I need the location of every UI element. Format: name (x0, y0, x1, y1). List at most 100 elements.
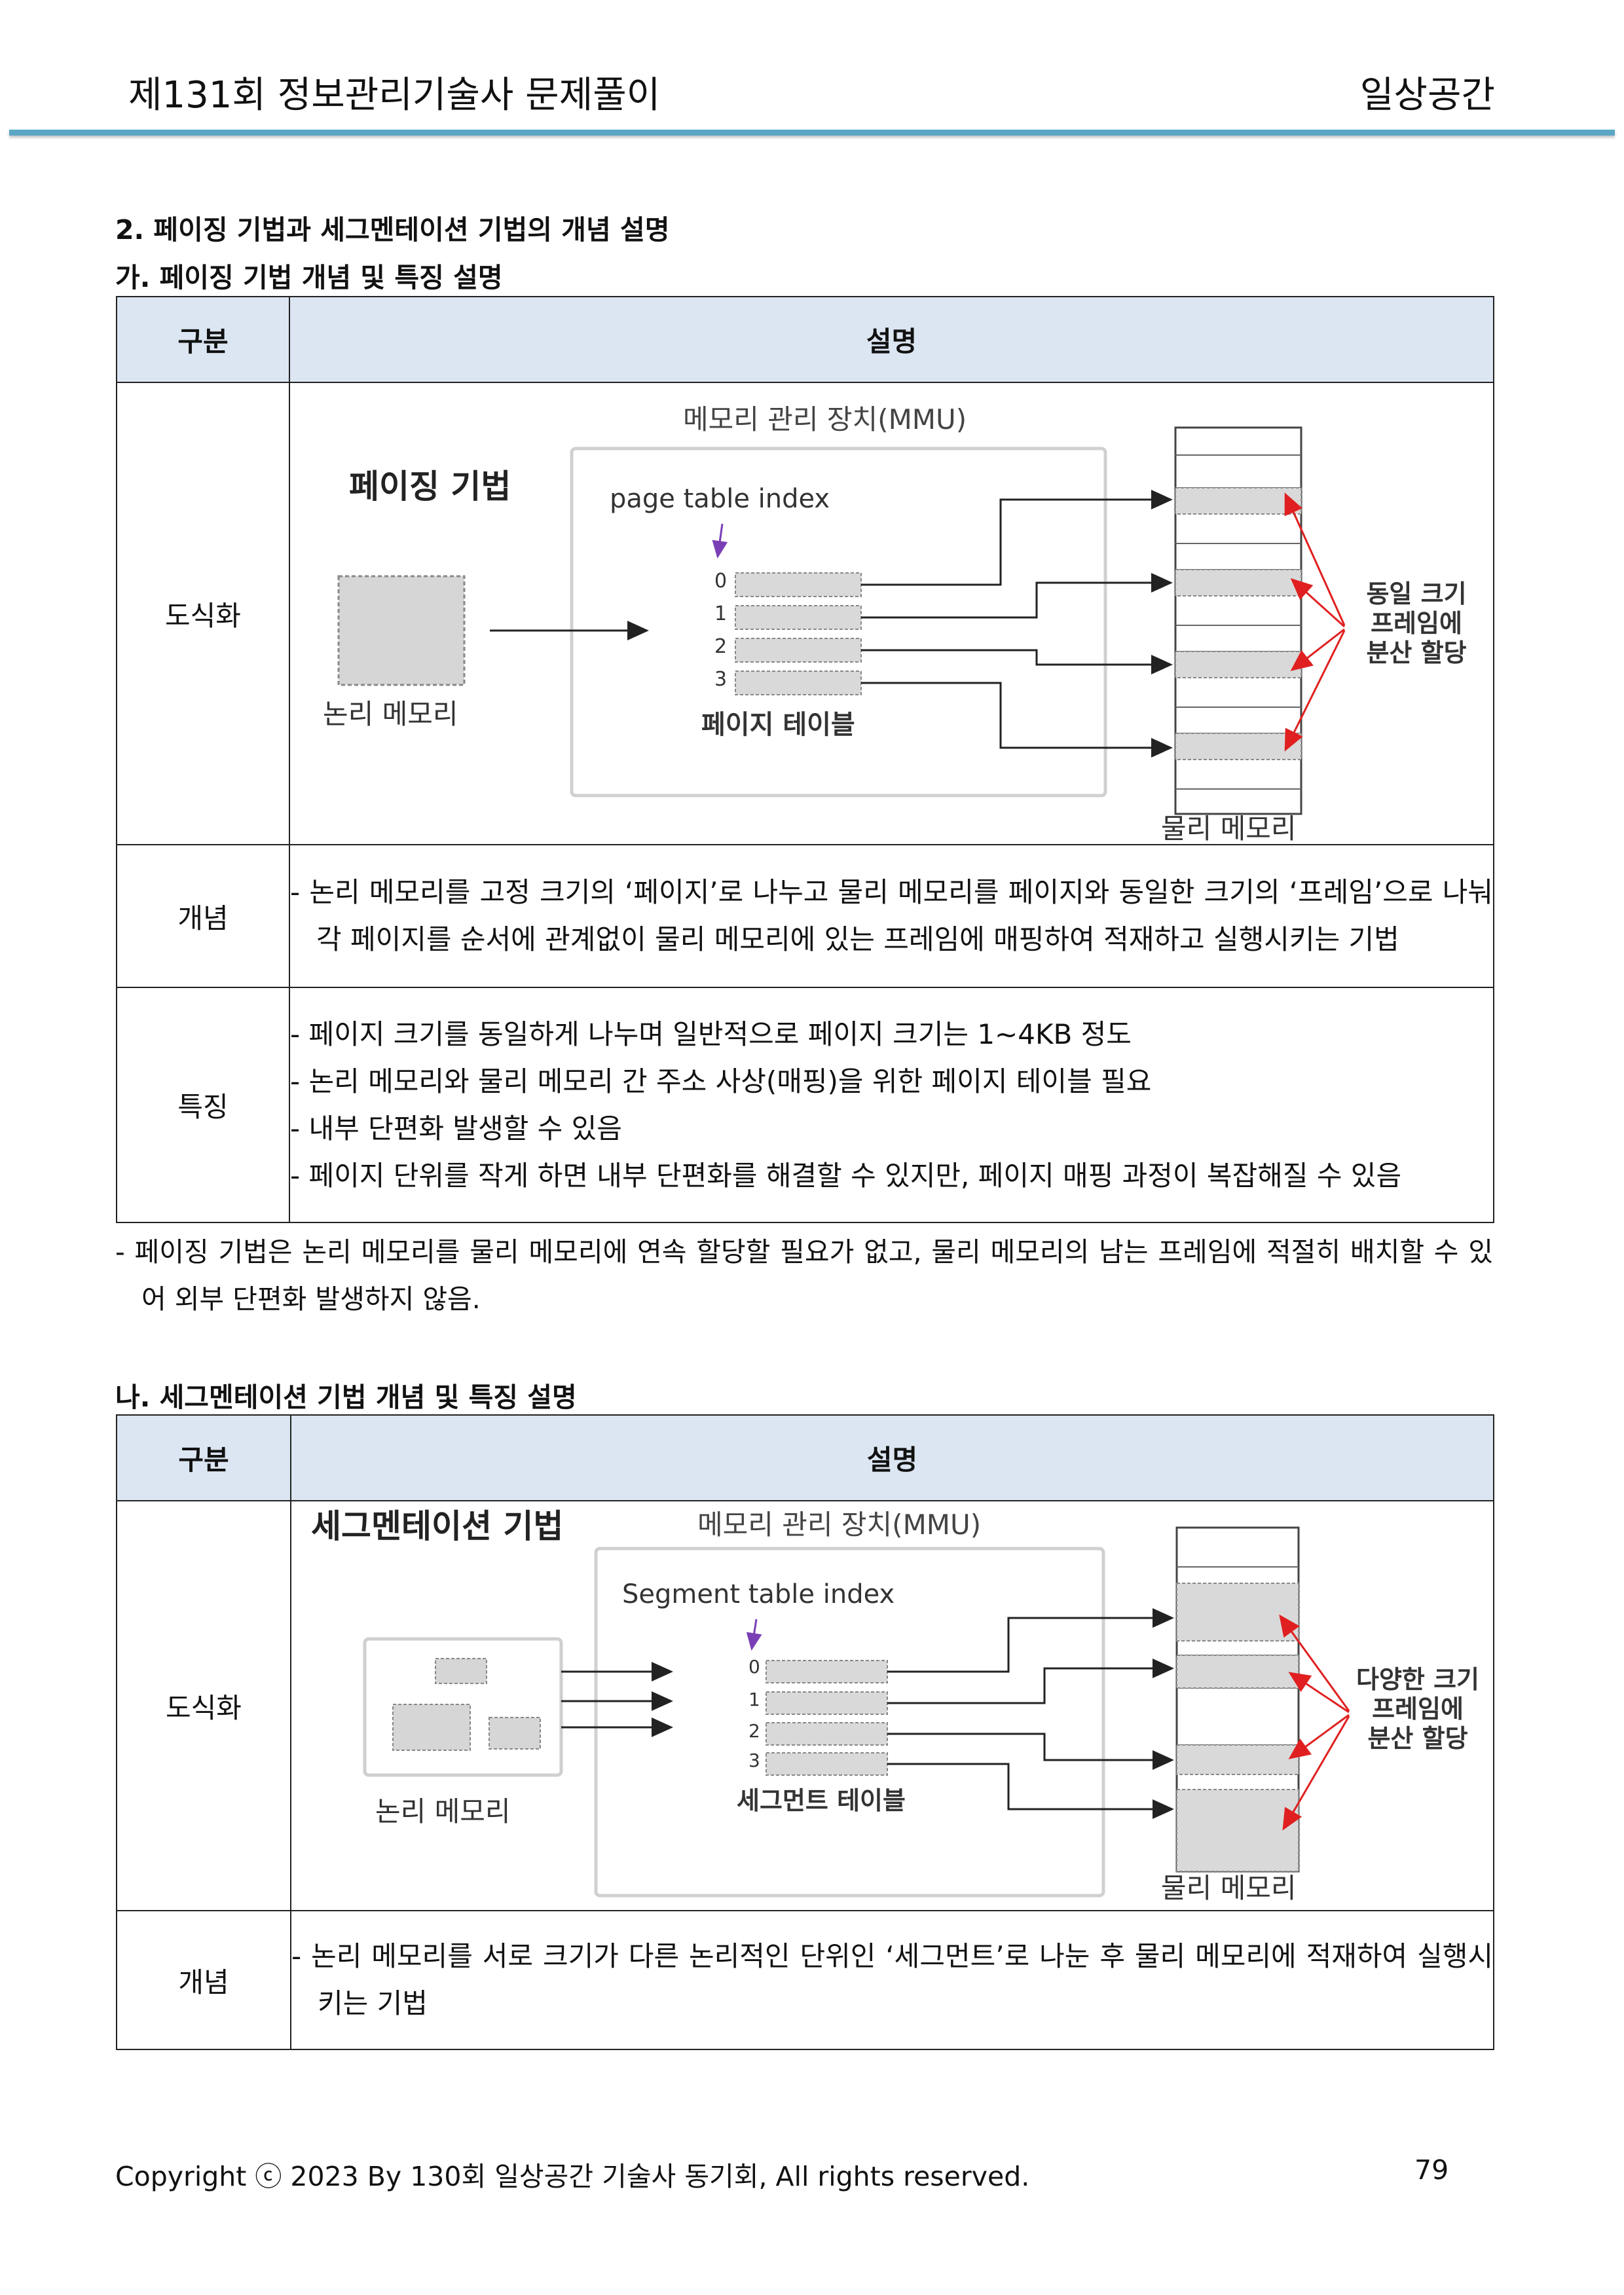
physical-frame-2 (1175, 651, 1302, 678)
segment-table-entry-0 (766, 1660, 888, 1683)
segmentation-diagram-label: 도식화 (116, 1500, 291, 1911)
seg-note-arrow-1 (1288, 1672, 1350, 1714)
segmentation-concept-cell: - 논리 메모리를 서로 크기가 다른 논리적인 단위인 ‘세그먼트’로 나눈 … (290, 1910, 1494, 2050)
paging-feature-item-0: - 페이지 크기를 동일하게 나누며 일반적으로 페이지 크기는 1~4KB 정… (290, 1018, 1132, 1050)
segment-table-index-label: Segment table index (622, 1579, 895, 1609)
page-row-index-0: 0 (714, 570, 727, 593)
paging-concept-row: 개념 - 논리 메모리를 고정 크기의 ‘페이지’로 나누고 물리 메모리를 페… (116, 844, 1494, 988)
section-title: 2. 페이징 기법과 세그멘테이션 기법의 개념 설명 (115, 214, 670, 246)
note-line-1: 프레임에 (1371, 609, 1462, 638)
physical-segment-3 (1176, 1789, 1299, 1872)
segment-0-mapping-arrow (887, 1608, 1174, 1673)
segmentation-table: 구분 설명 도식화 세그멘테이션 기법 메모리 관리 장치(MMU) Segme… (116, 1414, 1494, 2050)
note-arrow-2 (1290, 628, 1345, 671)
paging-col-category: 구분 (116, 296, 290, 383)
paging-table-header-row: 구분 설명 (116, 296, 1494, 383)
segmentation-col-description: 설명 (290, 1414, 1494, 1501)
physical-memory-label-2: 물리 메모리 (1161, 1872, 1297, 1904)
segmentation-diagram-cell: 세그멘테이션 기법 메모리 관리 장치(MMU) Segment table i… (290, 1500, 1494, 1911)
segment-index-pointer-arrow (746, 1619, 762, 1651)
physical-segment-2 (1176, 1744, 1299, 1775)
physical-segment-1 (1176, 1655, 1299, 1689)
segmentation-diagram-row: 도식화 세그멘테이션 기법 메모리 관리 장치(MMU) Segment tab… (116, 1500, 1494, 1911)
logical-memory-block (337, 575, 466, 686)
paging-col-description: 설명 (289, 296, 1494, 383)
logical-memory-label-2: 논리 메모리 (375, 1795, 511, 1827)
paging-feature-item-3: - 페이지 단위를 작게 하면 내부 단편화를 해결할 수 있지만, 페이지 매… (290, 1159, 1402, 1192)
header-divider (9, 130, 1615, 136)
page-table-entry-3 (735, 670, 862, 695)
document-title: 제131회 정보관리기술사 문제풀이 (128, 74, 661, 117)
segmentation-subtitle: 나. 세그멘테이션 기법 개념 및 특징 설명 (115, 1382, 577, 1413)
page-3-mapping-arrow (861, 682, 1173, 758)
paging-feature-label: 특징 (116, 987, 290, 1223)
segment-3-mapping-arrow (887, 1763, 1174, 1819)
index-pointer-arrow (712, 523, 728, 559)
paging-note: - 페이징 기법은 논리 메모리를 물리 메모리에 연속 할당할 필요가 없고,… (115, 1236, 1493, 1315)
seg-note-line-2: 분산 할당 (1367, 1724, 1467, 1753)
mmu-box-2 (594, 1547, 1105, 1898)
paging-subtitle: 가. 페이징 기법 개념 및 특징 설명 (115, 262, 503, 293)
mmu-title-2: 메모리 관리 장치(MMU) (697, 1509, 981, 1541)
segment-row-index-2: 2 (748, 1720, 760, 1742)
paging-feature-cell: - 페이지 크기를 동일하게 나누며 일반적으로 페이지 크기는 1~4KB 정… (289, 987, 1494, 1223)
page-table-entry-0 (735, 572, 862, 597)
segment-2-mapping-arrow (887, 1733, 1174, 1770)
segmentation-method-title: 세그멘테이션 기법 (311, 1507, 563, 1545)
segment-table-entry-1 (766, 1691, 888, 1715)
note-arrow-1 (1290, 578, 1346, 628)
segment-table-label: 세그먼트 테이블 (737, 1786, 906, 1815)
logical-segment-2 (489, 1717, 541, 1750)
note-line-2: 분산 할당 (1366, 638, 1466, 667)
seg-note-arrow-0 (1279, 1614, 1350, 1712)
physical-frame-0 (1175, 487, 1302, 515)
segment-table-entry-3 (766, 1752, 888, 1776)
page-0-mapping-arrow (861, 490, 1173, 586)
page-number: 79 (1414, 2154, 1449, 2186)
page-table-entry-1 (735, 605, 862, 630)
physical-frame-1 (1175, 569, 1302, 597)
paging-diagram: 메모리 관리 장치(MMU) 페이징 기법 page table index 논… (323, 403, 1467, 845)
segmentation-col-category: 구분 (116, 1414, 291, 1501)
seg-note-line-0: 다양한 크기 (1356, 1665, 1479, 1694)
page-row-index-1: 1 (714, 602, 727, 625)
note-arrow-0 (1284, 492, 1346, 626)
paging-method-title: 페이징 기법 (349, 468, 511, 505)
paging-concept-cell: - 논리 메모리를 고정 크기의 ‘페이지’로 나누고 물리 메모리를 페이지와… (289, 844, 1494, 988)
segmentation-diagram: 세그멘테이션 기법 메모리 관리 장치(MMU) Segment table i… (311, 1507, 1479, 1904)
logical-segment-0 (435, 1658, 487, 1684)
paging-diagram-row: 도식화 메모리 관리 장치(MMU) 페이징 기법 page table ind… (116, 382, 1494, 845)
paging-feature-row: 특징 - 페이지 크기를 동일하게 나누며 일반적으로 페이지 크기는 1~4K… (116, 987, 1494, 1223)
page-table-index-label: page table index (610, 484, 830, 514)
note-arrow-3 (1284, 630, 1346, 752)
note-line-0: 동일 크기 (1366, 579, 1466, 608)
segment-row-index-3: 3 (748, 1750, 760, 1771)
paging-table: 구분 설명 도식화 메모리 관리 장치(MMU) 페이징 기법 page tab… (116, 296, 1494, 1223)
page-table-entry-2 (735, 638, 862, 663)
seg-note-arrow-3 (1282, 1716, 1350, 1831)
segment-row-index-1: 1 (748, 1689, 760, 1710)
mmu-title: 메모리 관리 장치(MMU) (683, 403, 967, 435)
segment-table-entry-2 (766, 1722, 888, 1746)
document-brand: 일상공간 (1359, 74, 1495, 117)
physical-frame-3 (1175, 733, 1302, 760)
page-table-label: 페이지 테이블 (701, 710, 855, 740)
page-row-index-3: 3 (714, 668, 727, 691)
page-row-index-2: 2 (714, 635, 727, 658)
paging-concept-label: 개념 (116, 844, 290, 988)
footer-copyright: Copyright ⓒ 2023 By 130회 일상공간 기술사 동기회, A… (115, 2161, 1030, 2192)
paging-diagram-label: 도식화 (116, 382, 290, 845)
physical-memory-label: 물리 메모리 (1161, 813, 1297, 841)
page-2-mapping-arrow (861, 649, 1173, 674)
physical-segment-0 (1176, 1583, 1299, 1642)
seg-note-line-1: 프레임에 (1372, 1695, 1464, 1723)
logical-segment-1 (392, 1704, 471, 1751)
segmentation-concept-row: 개념 - 논리 메모리를 서로 크기가 다른 논리적인 단위인 ‘세그먼트’로 … (116, 1910, 1494, 2050)
segment-1-mapping-arrow (887, 1659, 1174, 1704)
page-1-mapping-arrow (861, 573, 1173, 619)
segmentation-concept-text: - 논리 메모리를 서로 크기가 다른 논리적인 단위인 ‘세그먼트’로 나눈 … (291, 1940, 1493, 2019)
segmentation-concept-label: 개념 (116, 1910, 291, 2050)
seg-note-arrow-2 (1288, 1714, 1350, 1759)
paging-concept-text: - 논리 메모리를 고정 크기의 ‘페이지’로 나누고 물리 메모리를 페이지와… (290, 876, 1493, 955)
paging-diagram-cell: 메모리 관리 장치(MMU) 페이징 기법 page table index 논… (289, 382, 1494, 845)
